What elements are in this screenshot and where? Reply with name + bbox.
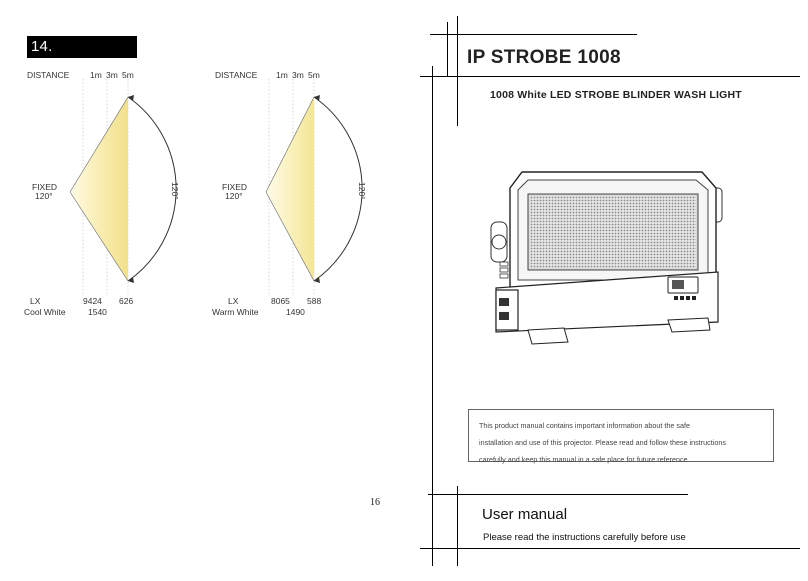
lux-label: LX [228, 296, 239, 306]
distance-5m: 5m [308, 70, 320, 80]
page-number: 16 [370, 497, 380, 508]
manual-subtitle: Please read the instructions carefully b… [483, 532, 686, 543]
manual-title: User manual [482, 506, 568, 523]
frame-rule [457, 16, 458, 126]
mode-label: FIXED [32, 182, 58, 192]
beam-cone [70, 97, 128, 281]
distance-5m: 5m [122, 70, 134, 80]
frame-rule [420, 548, 800, 549]
product-subtitle: 1008 White LED STROBE BLINDER WASH LIGHT [490, 89, 742, 101]
distance-1m: 1m [276, 70, 288, 80]
lux-value-5m: 626 [119, 296, 134, 306]
beam-diagram-svg [265, 79, 363, 296]
frame-rule [430, 34, 637, 35]
photometric-diagram-warm-white: DISTANCE 1m 3m 5m 120° FIXED 120° [210, 64, 390, 324]
beam-arc [127, 96, 177, 282]
lux-value-3m: 1540 [88, 307, 107, 317]
frame-rule [432, 66, 433, 566]
beam-edge-bottom [265, 191, 315, 282]
beam-edge-top [265, 96, 315, 193]
photometric-diagram-cool-white: DISTANCE 1m 3m 5m 120° FIXED 120° [22, 64, 202, 324]
product-illustration [490, 171, 723, 345]
product-title: IP STROBE 1008 [467, 47, 621, 68]
distance-label: DISTANCE [215, 70, 258, 80]
lux-value-3m: 1490 [286, 307, 305, 317]
notice-line: carefully and keep this manual in a safe… [479, 455, 690, 464]
frame-rule [447, 22, 448, 77]
section-title: 14. Photometrics [27, 36, 137, 77]
beam-edge-top [69, 96, 129, 193]
beam-diagram-svg [69, 79, 177, 296]
lux-value-5m: 588 [307, 296, 322, 306]
arc-arrow-bottom [314, 277, 320, 283]
beam-edge-bottom [69, 191, 129, 282]
lux-value-1m: 8065 [271, 296, 290, 306]
notice-line: This product manual contains important i… [479, 421, 690, 430]
beam-angle-label: 120° [225, 191, 243, 201]
arc-arrow-bottom [128, 277, 134, 283]
arc-arrow-top [128, 95, 134, 101]
beam-arc [313, 96, 363, 282]
frame-rule [428, 494, 688, 495]
color-label: Cool White [24, 307, 66, 317]
arc-angle-label: 120° [170, 182, 180, 200]
arc-angle-label: 120° [357, 182, 367, 200]
color-label: Warm White [212, 307, 259, 317]
frame-rule [420, 76, 800, 77]
distance-label: DISTANCE [27, 70, 70, 80]
distance-1m: 1m [90, 70, 102, 80]
lux-label: LX [30, 296, 41, 306]
frame-rule [457, 486, 458, 566]
safety-notice-box: This product manual contains important i… [468, 409, 774, 464]
notice-line: installation and use of this projector. … [479, 438, 726, 447]
arc-arrow-top [314, 95, 320, 101]
lux-value-1m: 9424 [83, 296, 102, 306]
left-page: 14. Photometrics DISTANCE 1m 3m 5m [22, 36, 390, 508]
beam-cone [266, 97, 314, 281]
distance-3m: 3m [292, 70, 304, 80]
beam-angle-label: 120° [35, 191, 53, 201]
mode-label: FIXED [222, 182, 248, 192]
distance-3m: 3m [106, 70, 118, 80]
